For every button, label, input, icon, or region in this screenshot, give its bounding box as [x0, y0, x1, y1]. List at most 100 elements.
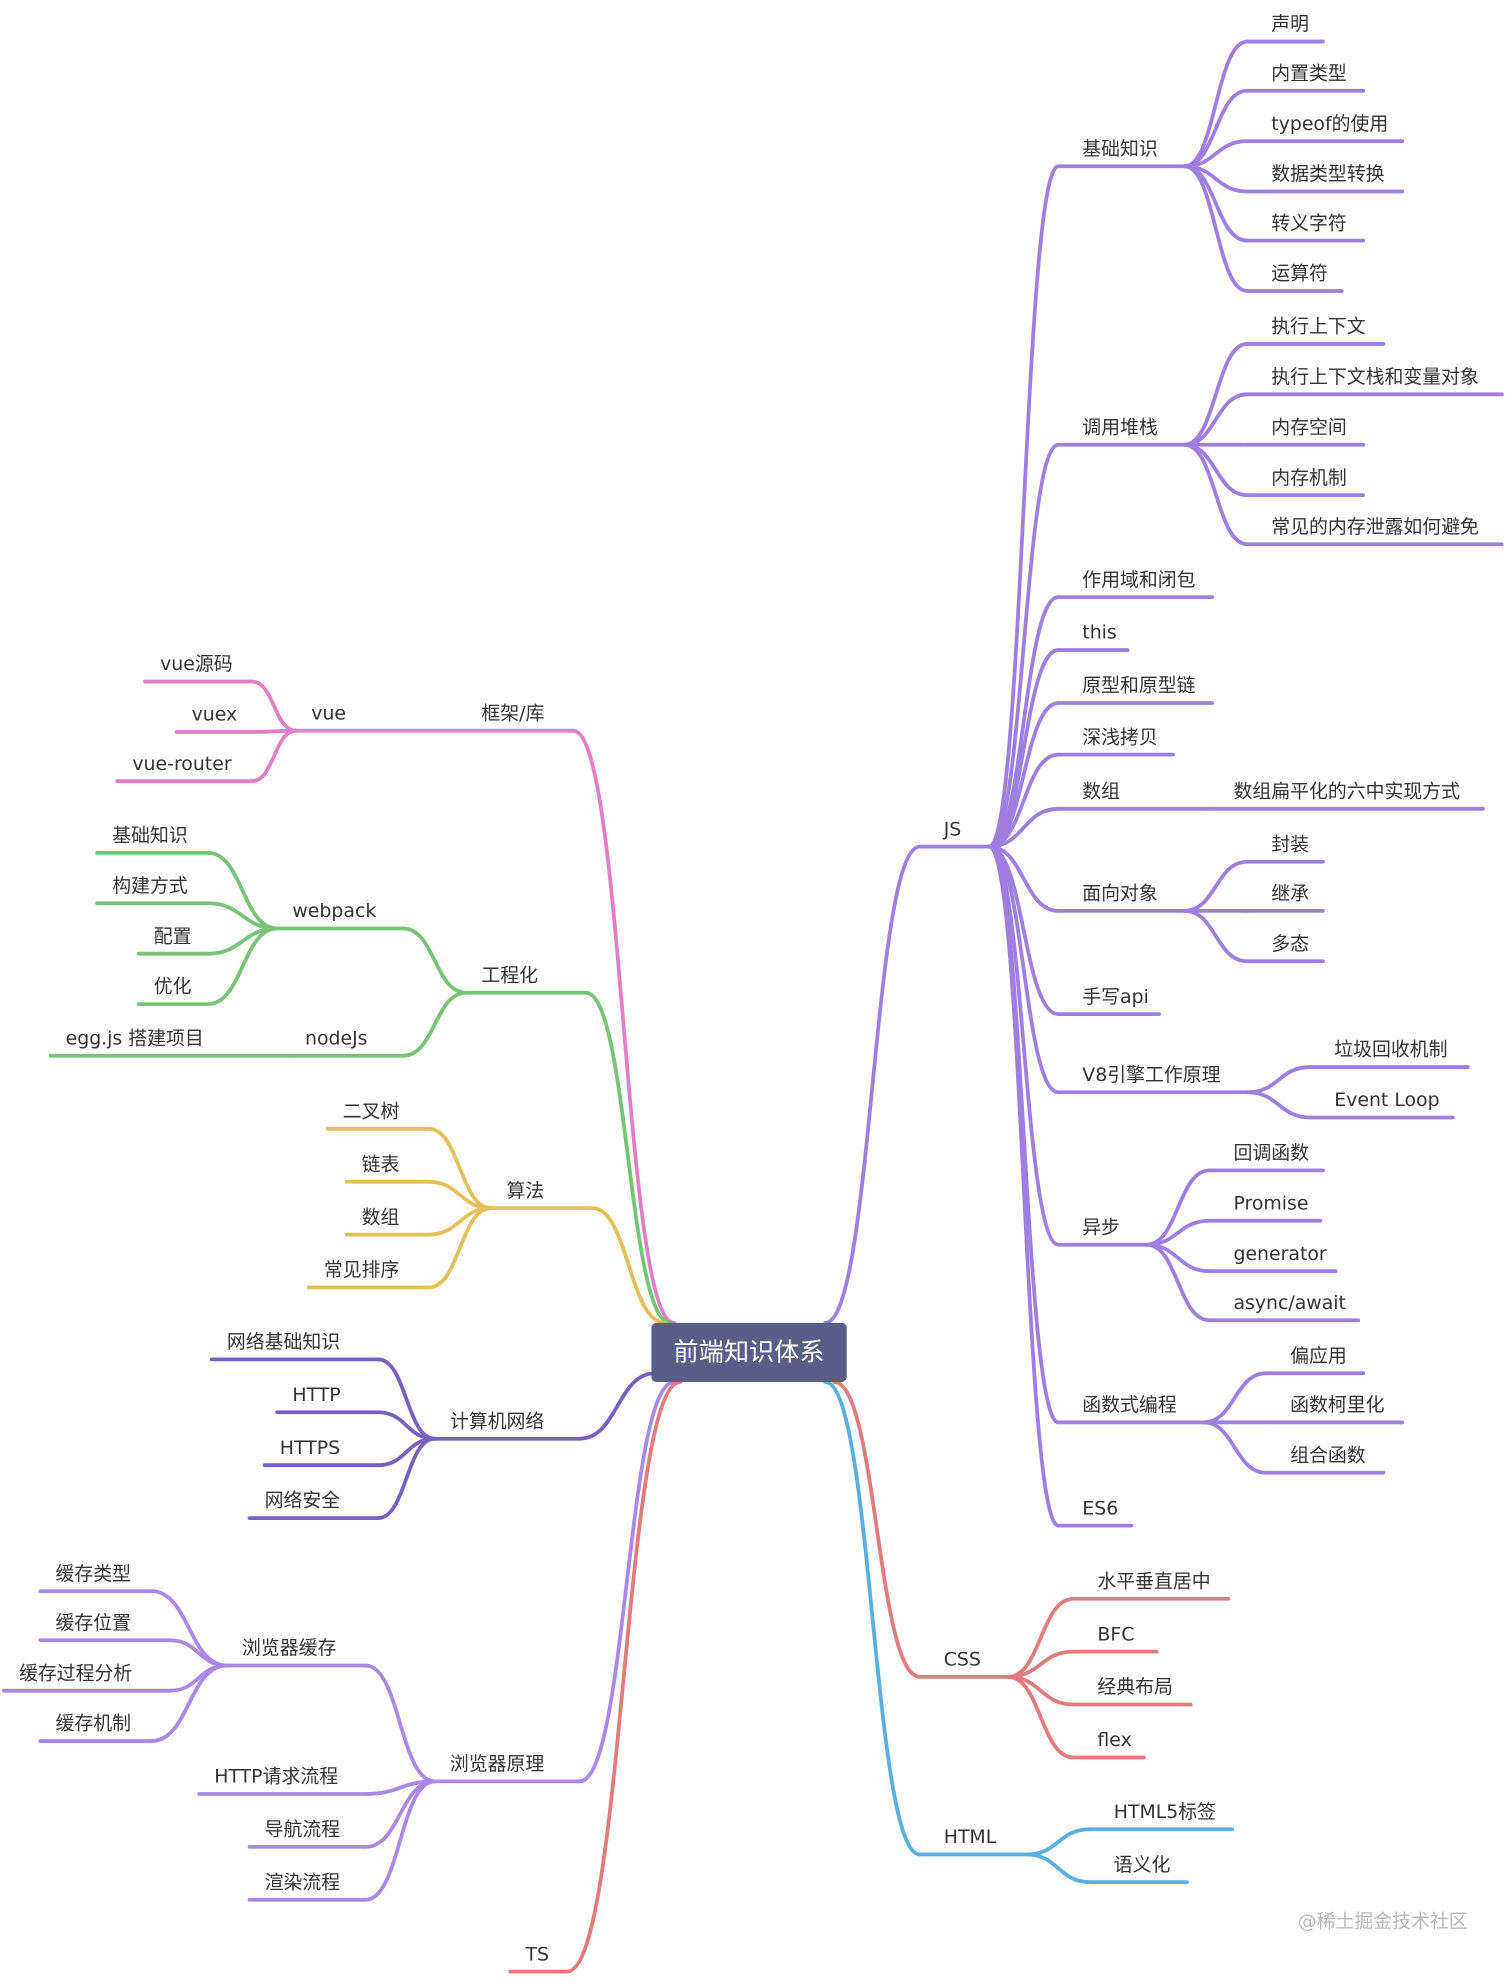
node-语义化[interactable]: 语义化: [1024, 1852, 1189, 1885]
node-label: 执行上下文: [1271, 316, 1365, 338]
connector: [987, 844, 1061, 1095]
node-基础知识[interactable]: 基础知识: [95, 825, 280, 931]
node-nodejs[interactable]: nodeJs: [287, 990, 469, 1058]
connector: [250, 679, 299, 733]
node-继承[interactable]: 继承: [1182, 883, 1325, 913]
node-缓存过程分析[interactable]: 缓存过程分析: [1, 1662, 229, 1693]
node-数组[interactable]: 数组: [987, 780, 1212, 849]
node-水平垂直居中[interactable]: 水平垂直居中: [1006, 1570, 1231, 1679]
node-event-loop[interactable]: Event Loop: [1245, 1089, 1455, 1120]
node-数组[interactable]: 数组: [344, 1206, 494, 1237]
connector: [1182, 88, 1250, 169]
node-label: 工程化: [481, 964, 538, 986]
node-工程化[interactable]: 工程化: [464, 964, 673, 1325]
node-js[interactable]: JS: [823, 818, 991, 1325]
root-node-box: [651, 1322, 847, 1383]
node-flex[interactable]: flex: [1006, 1674, 1146, 1760]
node-label: 二叉树: [343, 1100, 400, 1122]
node-label: 浏览器原理: [450, 1753, 544, 1775]
node-运算符[interactable]: 运算符: [1182, 164, 1344, 293]
node-常见排序[interactable]: 常见排序: [306, 1206, 494, 1290]
node-label: 原型和原型链: [1082, 675, 1195, 697]
node-typeof的使用[interactable]: typeof的使用: [1182, 113, 1405, 169]
node-egg-js-搭建项目[interactable]: egg.js 搭建项目: [48, 1027, 292, 1058]
node-深浅拷贝[interactable]: 深浅拷贝: [987, 726, 1175, 849]
node-调用堆栈[interactable]: 调用堆栈: [987, 416, 1187, 849]
node-vue[interactable]: vue: [294, 702, 469, 733]
node-label: 经典布局: [1097, 1676, 1173, 1698]
node-框架-库[interactable]: 框架/库: [464, 702, 677, 1325]
node-内置类型[interactable]: 内置类型: [1182, 62, 1366, 169]
connector: [401, 926, 469, 995]
node-组合函数[interactable]: 组合函数: [1201, 1420, 1386, 1475]
node-算法[interactable]: 算法: [489, 1180, 668, 1325]
node-v8引擎工作原理[interactable]: V8引擎工作原理: [987, 844, 1250, 1095]
node-网络安全[interactable]: 网络安全: [247, 1436, 437, 1520]
node-浏览器缓存[interactable]: 浏览器缓存: [224, 1637, 437, 1784]
node-label: HTTP: [292, 1384, 340, 1406]
node-label: egg.js 搭建项目: [66, 1027, 204, 1049]
node-优化[interactable]: 优化: [136, 926, 280, 1006]
node-多态[interactable]: 多态: [1182, 908, 1325, 964]
node-渲染流程[interactable]: 渲染流程: [247, 1779, 437, 1902]
node-二叉树[interactable]: 二叉树: [325, 1100, 494, 1211]
connector: [571, 728, 677, 1325]
connector: [1144, 1242, 1212, 1323]
node-html[interactable]: HTML: [823, 1380, 1029, 1857]
node-vuex[interactable]: vuex: [174, 704, 299, 734]
connector: [577, 1380, 677, 1784]
connector: [987, 844, 1061, 1247]
node-内存机制[interactable]: 内存机制: [1182, 442, 1366, 497]
node-浏览器原理[interactable]: 浏览器原理: [432, 1380, 677, 1784]
node-内存空间[interactable]: 内存空间: [1182, 416, 1366, 447]
node-基础知识[interactable]: 基础知识: [987, 138, 1187, 849]
node-html5标签[interactable]: HTML5标签: [1024, 1801, 1235, 1857]
connector: [987, 752, 1061, 849]
connector: [206, 851, 280, 931]
node-label: 转义字符: [1271, 212, 1347, 234]
node-缓存机制[interactable]: 缓存机制: [38, 1663, 229, 1743]
node-label: 运算符: [1271, 263, 1328, 285]
node-封装[interactable]: 封装: [1182, 833, 1325, 913]
node-数据类型转换[interactable]: 数据类型转换: [1182, 163, 1405, 194]
connector: [1201, 1420, 1269, 1475]
node-异步[interactable]: 异步: [987, 844, 1149, 1247]
root-node[interactable]: 前端知识体系: [651, 1322, 847, 1383]
node-导航流程[interactable]: 导航流程: [247, 1779, 437, 1849]
node-缓存位置[interactable]: 缓存位置: [38, 1612, 229, 1668]
node-执行上下文[interactable]: 执行上下文: [1182, 316, 1386, 447]
node-bfc[interactable]: BFC: [1006, 1623, 1159, 1679]
node-label: 内存空间: [1271, 416, 1347, 438]
node-label: 浏览器缓存: [242, 1637, 336, 1659]
node-label: 内置类型: [1271, 62, 1347, 84]
node-构建方式[interactable]: 构建方式: [95, 875, 280, 931]
connector: [1182, 908, 1250, 964]
node-垃圾回收机制[interactable]: 垃圾回收机制: [1245, 1039, 1470, 1095]
node-async-await[interactable]: async/await: [1144, 1242, 1361, 1323]
node-label: 网络基础知识: [227, 1331, 340, 1353]
node-网络基础知识[interactable]: 网络基础知识: [209, 1331, 437, 1441]
node-计算机网络[interactable]: 计算机网络: [432, 1371, 658, 1441]
node-es6[interactable]: ES6: [987, 844, 1134, 1528]
node-常见的内存泄露如何避免[interactable]: 常见的内存泄露如何避免: [1182, 442, 1504, 547]
node-css[interactable]: CSS: [832, 1380, 1010, 1679]
node-label: 数组扁平化的六中实现方式: [1233, 780, 1460, 802]
node-数组扁平化的六中实现方式[interactable]: 数组扁平化的六中实现方式: [1207, 780, 1485, 811]
node-http请求流程[interactable]: HTTP请求流程: [197, 1766, 437, 1796]
node-vue-router[interactable]: vue-router: [115, 728, 299, 783]
connector: [987, 164, 1061, 849]
node-链表[interactable]: 链表: [344, 1153, 494, 1211]
node-label: ES6: [1082, 1497, 1118, 1519]
connector: [1245, 1065, 1313, 1095]
node-面向对象[interactable]: 面向对象: [987, 844, 1187, 913]
node-https[interactable]: HTTPS: [262, 1436, 437, 1468]
node-webpack[interactable]: webpack: [275, 900, 469, 995]
node-回调函数[interactable]: 回调函数: [1144, 1142, 1325, 1247]
connector: [363, 1779, 437, 1902]
node-label: HTML: [944, 1826, 997, 1848]
node-ts[interactable]: TS: [508, 1380, 683, 1974]
connector: [376, 1357, 437, 1441]
node-generator[interactable]: generator: [1144, 1242, 1338, 1274]
connector: [426, 1206, 494, 1290]
